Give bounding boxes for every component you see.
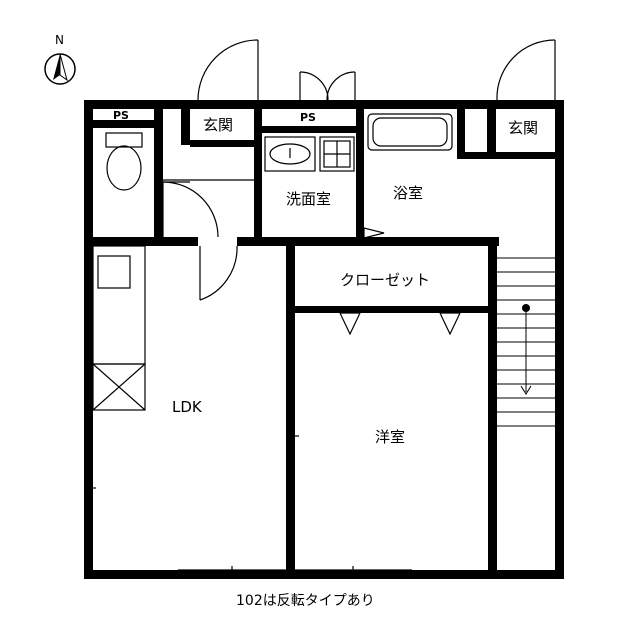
ps-double-door-icon xyxy=(299,71,356,101)
ps-left-label: PS xyxy=(113,109,129,122)
ldk-label: LDK xyxy=(172,398,202,416)
closet-label: クローゼット xyxy=(340,271,431,289)
yoshitsu-label: 洋室 xyxy=(375,428,406,446)
reverse-type-note: 102は反転タイプあり xyxy=(236,593,375,609)
interior-walls xyxy=(84,109,555,570)
genkan-left-label: 玄関 xyxy=(203,116,234,134)
genkan-right-label: 玄関 xyxy=(508,119,539,137)
entrance-door-right-icon xyxy=(496,39,556,101)
ps-center-label: PS xyxy=(300,111,316,124)
stair-start-dot xyxy=(522,304,530,312)
staircase-icon xyxy=(497,257,555,427)
compass-label: N xyxy=(55,33,64,47)
fixtures xyxy=(84,113,461,579)
senmen-label: 洗面室 xyxy=(286,190,332,208)
entrance-door-left-icon xyxy=(197,39,259,101)
north-compass-icon xyxy=(44,53,76,85)
yokushitsu-label: 浴室 xyxy=(393,184,424,202)
